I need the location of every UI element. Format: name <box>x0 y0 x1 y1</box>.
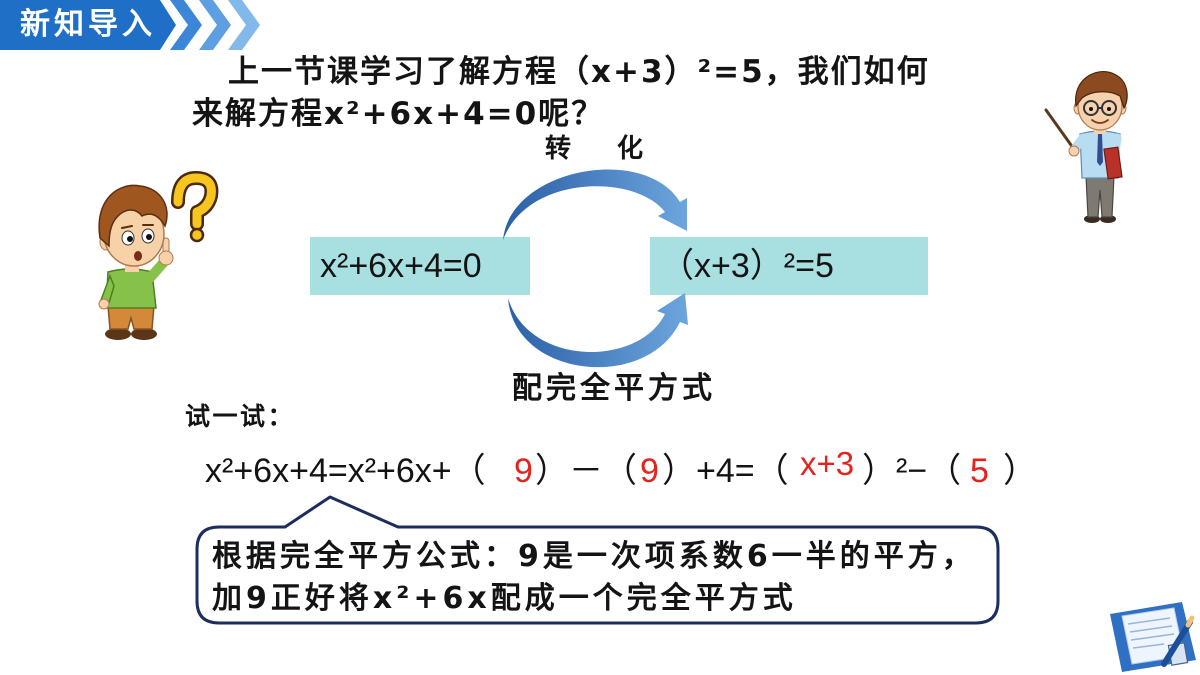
equation-part: ）+4=（ <box>662 452 789 490</box>
pencil-icon <box>1161 619 1193 667</box>
intro-line-2: 来解方程x²+6x+4=0呢？ <box>192 96 605 132</box>
callout-line-2: 加9正好将x²+6x配成一个完全平方式 <box>212 581 797 616</box>
answer-value: 9 <box>514 452 533 490</box>
transform-label: 转 化 <box>545 134 654 164</box>
equation-part: x²+6x+4=x²+6x+（ <box>205 452 486 490</box>
chevron-right-icon <box>170 0 202 50</box>
intro-line-1: 上一节课学习了解方程（x+3）²=5，我们如何 <box>228 54 930 90</box>
equation-part: ）－（ <box>535 452 637 490</box>
answer-value: x+3 <box>800 445 855 482</box>
equation-part: ） <box>1003 452 1037 490</box>
bottom-curved-arrow-icon <box>508 293 688 368</box>
teacher-illustration <box>1044 70 1128 223</box>
answer-value: 5 <box>970 452 989 490</box>
original-equation-box: x²+6x+4=0 <box>310 237 530 295</box>
original-equation: x²+6x+4=0 <box>320 247 482 285</box>
question-mark-icon <box>171 171 219 243</box>
target-equation-box: （x+3）²=5 <box>650 237 928 295</box>
boy-thinking-illustration <box>98 171 219 340</box>
equation-part: ）²−（ <box>862 452 962 490</box>
callout-line-1: 根据完全平方公式：9是一次项系数6一半的平方， <box>212 539 976 574</box>
study-notebook-icon <box>1110 602 1196 672</box>
target-equation: （x+3）²=5 <box>660 247 834 285</box>
header-banner-shape <box>0 0 176 50</box>
section-title: 新知导入 <box>20 7 156 42</box>
chevron-right-icon <box>228 0 260 50</box>
try-it-label: 试一试： <box>185 402 296 431</box>
method-label: 配完全平方式 <box>512 371 716 406</box>
chevron-right-icon <box>199 0 231 50</box>
answer-value: 9 <box>640 452 659 490</box>
section-header-banner <box>0 0 260 50</box>
pointer-stick-icon <box>1044 108 1078 154</box>
top-curved-arrow-icon <box>503 169 687 240</box>
book-icon <box>1103 146 1123 180</box>
